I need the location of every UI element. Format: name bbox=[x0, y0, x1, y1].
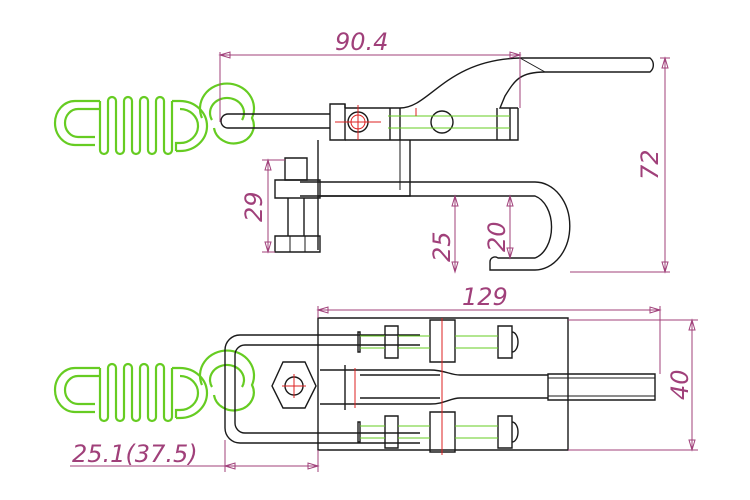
top-view: 129 40 25.1(37.5) bbox=[53, 283, 698, 472]
dim-width-label: 90.4 bbox=[335, 28, 388, 56]
dim-reach-label: 25.1(37.5) bbox=[72, 440, 198, 468]
side-hook bbox=[300, 181, 571, 271]
side-base bbox=[317, 140, 411, 197]
side-hook-rod bbox=[220, 113, 330, 129]
top-spring bbox=[53, 349, 256, 423]
top-hex-nut bbox=[271, 361, 317, 409]
dim-hook-label: 25 bbox=[428, 231, 456, 262]
side-view: 90.4 72 29 25 20 bbox=[53, 28, 670, 274]
side-handle bbox=[345, 57, 654, 109]
top-hook-loop bbox=[224, 334, 420, 444]
top-rod bbox=[320, 365, 548, 410]
dim-bolt-label: 29 bbox=[240, 191, 268, 222]
dim-hook-inner-label: 20 bbox=[483, 221, 511, 252]
dim-depth-label: 40 bbox=[666, 369, 694, 400]
dim-length-label: 129 bbox=[462, 283, 508, 311]
side-spring bbox=[53, 82, 256, 156]
dim-height-label: 72 bbox=[636, 149, 664, 180]
top-bolts bbox=[357, 319, 519, 453]
side-bolt bbox=[274, 157, 321, 253]
